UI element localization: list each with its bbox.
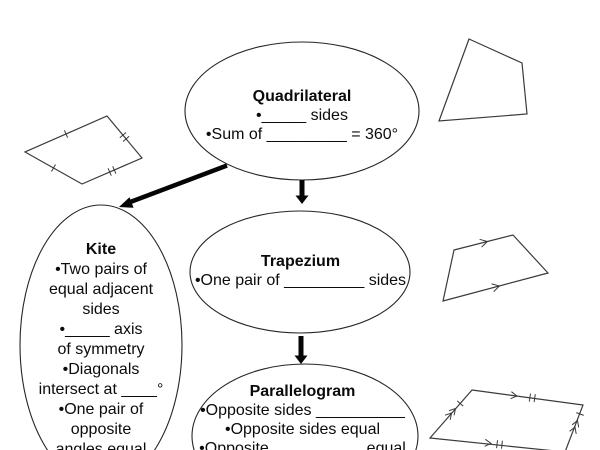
parallelogram-figure bbox=[428, 389, 584, 450]
trapezium-arrow-mark-top bbox=[479, 238, 489, 248]
kite-node-line: of symmetry bbox=[57, 341, 145, 358]
quadrilateral-node-line: •Sum of _________ = 360° bbox=[205, 126, 399, 143]
arrow-trapezium-to-parallelogram bbox=[294, 336, 308, 364]
parallelogram-arrow-mark-top bbox=[510, 391, 518, 400]
kite-node-line: •Two pairs of bbox=[55, 261, 147, 278]
kite-double-tick-top bbox=[119, 132, 130, 142]
parallelogram-single-tick-right bbox=[576, 412, 584, 416]
trapezium-node-line: •One pair of _________ sides bbox=[194, 272, 407, 289]
kite-double-tick-bottom bbox=[107, 166, 117, 176]
parallelogram-arrow-mark-bottom bbox=[484, 438, 492, 447]
quadrilateral-figure bbox=[438, 38, 528, 122]
kite-node-title: Kite bbox=[85, 241, 117, 258]
arrow-quadrilateral-to-trapezium bbox=[295, 180, 309, 204]
quadrilateral-node-line: •_____ sides bbox=[256, 107, 348, 124]
trapezium-arrow-mark-bottom bbox=[491, 283, 501, 293]
kite-node-line: •One pair of bbox=[58, 401, 144, 418]
kite-node-line: intersect at ____° bbox=[38, 381, 164, 398]
parallelogram-node-line: •Opposite __________ equal bbox=[199, 440, 406, 450]
parallelogram-double-arrow-mark-right bbox=[569, 419, 580, 434]
parallelogram-double-arrow-mark-left bbox=[444, 407, 457, 420]
parallelogram-node-title: Parallelogram bbox=[249, 383, 356, 400]
parallelogram-node-text: Parallelogram •Opposite sides __________… bbox=[176, 382, 429, 450]
kite-node-line: •_____ axis bbox=[59, 321, 143, 338]
parallelogram-node-line: •Opposite sides equal bbox=[224, 421, 381, 438]
kite-single-tick-top bbox=[63, 130, 69, 138]
kite-single-tick-bottom bbox=[51, 164, 56, 172]
kite-node-line: angles equal bbox=[55, 441, 147, 450]
parallelogram-single-tick-left bbox=[456, 400, 464, 407]
parallelogram-node-line: •Opposite sides __________ bbox=[200, 402, 405, 419]
parallelogram-double-tick-bottom bbox=[496, 440, 503, 449]
kite-node-line: equal adjacent bbox=[48, 281, 154, 298]
kite-ellipse bbox=[19, 204, 183, 450]
parallelogram-ellipse bbox=[191, 363, 419, 450]
kite-figure bbox=[23, 115, 143, 185]
arrow-quadrilateral-to-kite bbox=[119, 163, 228, 208]
trapezium-node-title: Trapezium bbox=[260, 253, 341, 270]
trapezium-node-text: Trapezium •One pair of _________ sides bbox=[178, 252, 423, 290]
quadrilateral-node-text: Quadrilateral •_____ sides •Sum of _____… bbox=[180, 87, 424, 144]
kite-node-line: sides bbox=[82, 301, 120, 318]
kite-node-text: Kite •Two pairs of equal adjacent sides … bbox=[26, 240, 176, 450]
kite-node-line: opposite bbox=[70, 421, 132, 438]
trapezium-figure bbox=[442, 234, 550, 302]
quadrilateral-node-title: Quadrilateral bbox=[252, 88, 352, 105]
trapezium-ellipse bbox=[189, 210, 411, 334]
kite-node-line: •Diagonals bbox=[62, 361, 140, 378]
parallelogram-double-tick-top bbox=[528, 393, 536, 403]
